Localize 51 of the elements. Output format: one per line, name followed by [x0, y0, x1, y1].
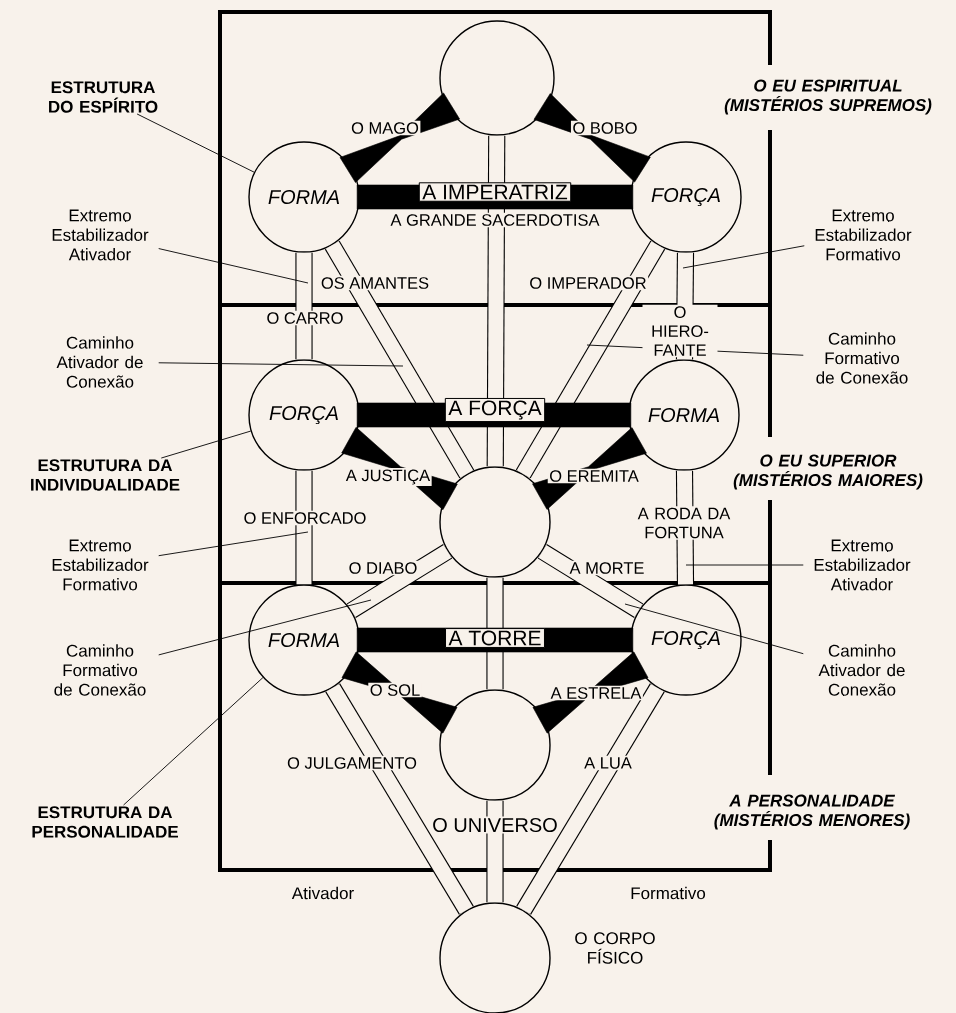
- side-label: Formativo: [631, 886, 706, 900]
- double-line-path: [325, 683, 474, 915]
- edge-label: O UNIVERSO: [430, 816, 560, 834]
- circle-caption: O CORPO FÍSICO: [575, 932, 655, 964]
- circle-node: FORMA: [248, 584, 360, 696]
- circle-node: FORMA: [248, 141, 360, 253]
- callout-text: ESTRUTURA DO ESPÍRITO: [49, 81, 158, 113]
- double-line-path: [516, 683, 665, 915]
- leader-line: [136, 113, 255, 173]
- leader-line: [158, 599, 372, 656]
- callout-text: Caminho Formativo de Conexão: [54, 644, 146, 696]
- callout-text: Extremo Estabilizador Ativador: [52, 209, 149, 261]
- bar-label: A FORÇA: [444, 397, 546, 423]
- callout-text: Extremo Estabilizador Formativo: [52, 539, 149, 591]
- callout-text: ESTRUTURA DA PERSONALIDADE: [32, 806, 178, 838]
- path-wedge: [339, 92, 460, 183]
- callout-text: Caminho Ativador de Conexão: [56, 336, 143, 388]
- leader-line: [682, 245, 805, 269]
- leader-line: [160, 430, 252, 459]
- band-heading: O EU ESPIRITUAL (MISTÉRIOS SUPREMOS): [724, 79, 932, 115]
- leader-line: [158, 362, 404, 367]
- circle-node: FORÇA: [630, 141, 742, 253]
- double-line-path: [324, 240, 475, 479]
- side-label: Ativador: [291, 886, 354, 900]
- edge-label: A JUSTIÇA: [344, 468, 432, 486]
- edge-label: O HIERO-FANTE: [642, 304, 718, 358]
- double-line-path: [295, 252, 313, 360]
- circle-node: [439, 689, 551, 801]
- callout-text: Extremo Estabilizador Ativador: [814, 539, 911, 591]
- callout-text: ESTRUTURA DA INDIVIDUALIDADE: [31, 459, 180, 491]
- bar-label: A TORRE: [445, 628, 545, 648]
- double-line-path: [486, 135, 506, 467]
- leader-line: [624, 603, 804, 655]
- circle-node: [439, 466, 551, 578]
- double-line-path: [486, 800, 504, 903]
- leader-line: [158, 248, 309, 284]
- leader-line: [158, 531, 309, 557]
- double-line-path: [537, 543, 644, 619]
- path-wedge: [533, 93, 651, 183]
- edge-label: A RODA DA FORTUNA: [632, 506, 736, 540]
- leader-line: [123, 677, 264, 806]
- double-line-path: [486, 577, 504, 690]
- double-line-path: [295, 470, 313, 585]
- bar-label: A IMPERATRIZ: [418, 182, 572, 202]
- band-heading: A PERSONALIDADE (MISTÉRIOS MENORES): [714, 794, 910, 830]
- circle-node: [439, 20, 555, 136]
- double-line-path: [515, 240, 666, 479]
- double-line-path: [346, 543, 453, 619]
- leader-line: [685, 564, 804, 566]
- path-wedge: [341, 651, 458, 734]
- path-wedge: [532, 651, 649, 734]
